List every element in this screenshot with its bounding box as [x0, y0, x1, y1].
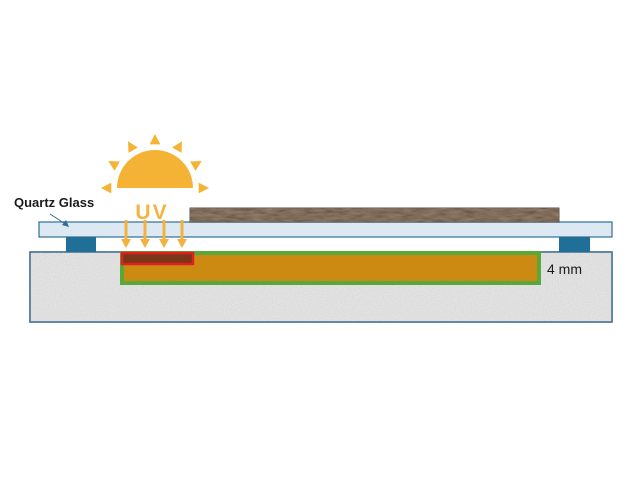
sun-ray	[190, 161, 202, 171]
spacer-left	[66, 237, 96, 252]
sample-layer	[189, 207, 560, 223]
uv-arrow-head	[121, 239, 131, 248]
uv-arrow-shaft	[143, 220, 147, 240]
sun-ray	[101, 182, 112, 194]
spacer-right	[559, 237, 590, 252]
sun-icon	[101, 134, 209, 194]
uv-arrow-icon	[121, 220, 187, 248]
quartz-glass-label: Quartz Glass	[14, 195, 94, 210]
sun-disc	[117, 150, 193, 188]
sun-ray	[149, 134, 161, 145]
sun-ray	[198, 182, 209, 194]
sun-ray	[128, 141, 138, 153]
quartz-glass-pointer-icon	[49, 213, 69, 227]
uv-arrow-head	[140, 239, 150, 248]
sun-ray	[172, 141, 182, 153]
thickness-label: 4 mm	[547, 261, 582, 277]
uv-arrow-head	[159, 239, 169, 248]
uv-arrow-shaft	[162, 220, 166, 240]
uv-arrow-shaft	[124, 220, 128, 240]
sun-ray	[108, 161, 120, 171]
uv-exposed-region	[120, 251, 195, 266]
uv-label: UV	[135, 201, 168, 224]
uv-arrow-head	[177, 239, 187, 248]
uv-arrow-shaft	[180, 220, 184, 240]
channel	[120, 251, 541, 285]
